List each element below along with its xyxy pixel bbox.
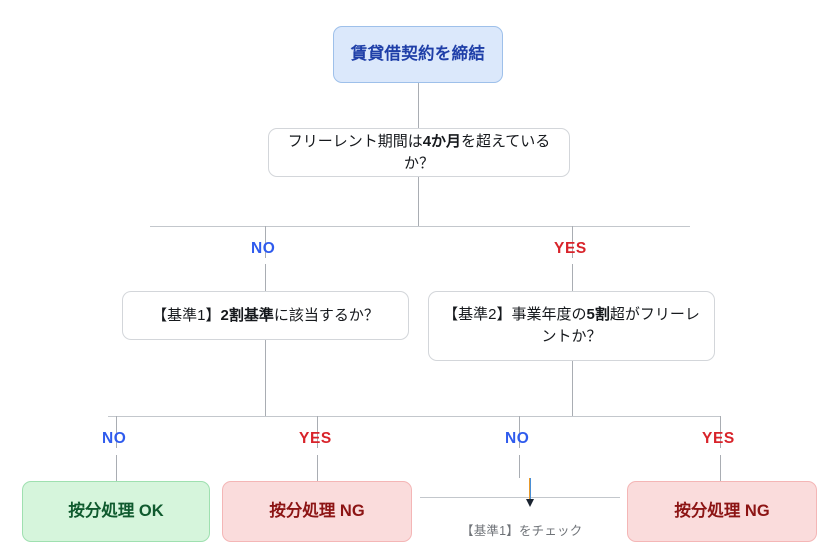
- decision-left-suffix: に該当するか？: [273, 306, 379, 324]
- edge-left-no-to-result-ok: [116, 455, 117, 481]
- arrow-shaft-right: [530, 478, 531, 500]
- decision-right-bold: 5割: [586, 306, 610, 324]
- decision-right-prefix: 【基準2】事業年度の: [443, 306, 587, 324]
- edge-left-yes-to-result-ng: [317, 455, 318, 481]
- edge-decision-top-to-bus1: [418, 177, 419, 226]
- node-result-ok-label: 按分処理 OK: [68, 501, 164, 520]
- node-decision-kijun1-label: 【基準1】2割基準に該当するか？: [152, 305, 379, 327]
- down-arrow-icon: [526, 478, 534, 507]
- node-start-label: 賃貸借契約を締結: [350, 44, 486, 63]
- node-decision-freerent-label: フリーレント期間は4か月を超えているか？: [279, 131, 559, 175]
- decision-left-bold: 2割基準: [220, 306, 274, 324]
- branch-label-right-no: NO: [505, 430, 530, 447]
- edge-decision-left-to-bus2: [265, 340, 266, 416]
- branch-label-level1-no: NO: [251, 240, 276, 257]
- edge-bus2-to-right-yes: [720, 416, 721, 448]
- branch-label-left-yes: YES: [299, 430, 332, 447]
- edge-bus1-to-yes-branch: [572, 226, 573, 258]
- edge-bus2-to-left-no: [116, 416, 117, 448]
- node-start-lease-contract[interactable]: 賃貸借契約を締結: [333, 26, 503, 83]
- edge-bus1-to-no-branch: [265, 226, 266, 258]
- node-decision-kijun2[interactable]: 【基準2】事業年度の5割超がフリーレントか？: [428, 291, 715, 361]
- edge-right-yes-to-result-ng: [720, 455, 721, 481]
- edge-decision-right-to-bus2: [572, 361, 573, 416]
- node-decision-freerent-period[interactable]: フリーレント期間は4か月を超えているか？: [268, 128, 570, 177]
- decision-top-text-after: を超えているか？: [403, 132, 551, 172]
- branch-label-right-yes: YES: [702, 430, 735, 447]
- branch-label-level1-yes: YES: [554, 240, 587, 257]
- decision-top-text-before: フリーレント期間は: [287, 132, 423, 150]
- decision-right-suffix: 超がフリーレントか？: [541, 306, 700, 345]
- node-result-ng-left[interactable]: 按分処理 NG: [222, 481, 412, 542]
- node-result-ok[interactable]: 按分処理 OK: [22, 481, 210, 542]
- edge-no-branch-to-decision-left: [265, 264, 266, 291]
- edge-bus-level1: [150, 226, 690, 227]
- node-result-ng-right[interactable]: 按分処理 NG: [627, 481, 817, 542]
- node-decision-kijun2-label: 【基準2】事業年度の5割超がフリーレントか？: [439, 304, 704, 348]
- edge-yes-branch-to-decision-right: [572, 264, 573, 291]
- edge-bus2-to-right-no: [519, 416, 520, 448]
- node-result-ng-right-label: 按分処理 NG: [674, 501, 770, 520]
- edge-annotation-crossbar: [420, 497, 620, 498]
- arrow-shaft-left: [529, 478, 530, 500]
- decision-top-text-bold: 4か月: [422, 132, 462, 150]
- decision-left-prefix: 【基準1】: [152, 306, 221, 324]
- arrow-head: [526, 499, 534, 507]
- branch-label-left-no: NO: [102, 430, 127, 447]
- annotation-check-kijun1: 【基準1】をチェック: [461, 524, 583, 538]
- edge-bus2-to-left-yes: [317, 416, 318, 448]
- node-result-ng-left-label: 按分処理 NG: [269, 501, 365, 520]
- edge-start-to-decision-top: [418, 83, 419, 128]
- edge-right-no-to-annotation: [519, 455, 520, 478]
- node-decision-kijun1[interactable]: 【基準1】2割基準に該当するか？: [122, 291, 409, 340]
- edge-bus-level2: [108, 416, 720, 417]
